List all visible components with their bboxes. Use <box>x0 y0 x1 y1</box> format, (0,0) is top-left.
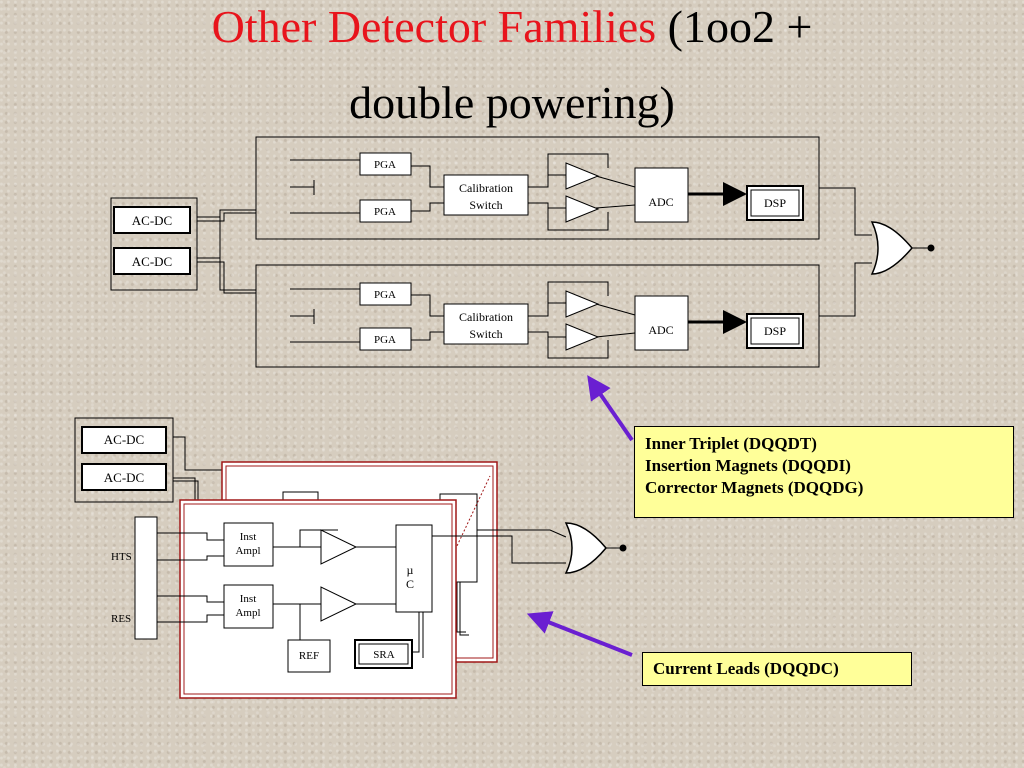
front-card: HTS RES Inst Ampl Inst Ampl <box>111 499 457 699</box>
calibration-label: Calibration <box>459 181 513 195</box>
calibration-switch: Calibration Switch <box>443 303 529 345</box>
acdc-box: AC-DC <box>113 247 191 275</box>
acdc-box: AC-DC <box>81 426 167 454</box>
callout-magnet-families: Inner Triplet (DQQDT) Insertion Magnets … <box>634 426 1014 518</box>
or-gate-top <box>819 187 935 317</box>
callout-line: Current Leads (DQQDC) <box>653 659 839 678</box>
adc-label: ADC <box>648 323 673 337</box>
amplifier-triangle <box>565 290 600 318</box>
inst-ampl-box: Inst Ampl <box>223 584 274 629</box>
acdc-label: AC-DC <box>132 254 172 269</box>
channel-b: PGA PGA Calibration Switch ADC DSP <box>255 264 820 368</box>
pga-label: PGA <box>374 289 396 301</box>
sra-box: SRA <box>354 639 413 669</box>
adc-box: ADC <box>634 295 689 351</box>
sra-label: SRA <box>373 649 394 661</box>
amplifier-triangle <box>565 195 600 223</box>
title-red-part: Other Detector Families <box>211 1 657 52</box>
dsp-label: DSP <box>764 324 786 338</box>
adc-label: ADC <box>648 195 673 209</box>
callout-line: Insertion Magnets (DQQDI) <box>645 456 851 475</box>
amplifier-triangle <box>565 162 600 190</box>
callout-current-leads: Current Leads (DQQDC) <box>642 652 912 686</box>
or-gate-bottom <box>432 522 627 574</box>
acdc-box: AC-DC <box>113 206 191 234</box>
switch-label: Switch <box>469 327 502 341</box>
acdc-label: AC-DC <box>104 470 144 485</box>
acdc-box: AC-DC <box>81 463 167 491</box>
pga-box: PGA <box>359 199 412 223</box>
adc-box: ADC <box>634 167 689 223</box>
amplifier-triangle <box>565 323 600 351</box>
acdc-pair-bottom: AC-DC AC-DC <box>74 417 174 503</box>
microcontroller-box: µ C <box>395 524 433 613</box>
ampl-label: Ampl <box>235 545 260 557</box>
ref-label: REF <box>299 650 319 662</box>
pointer-arrow-top <box>587 375 634 442</box>
amplifier-triangle <box>320 586 358 622</box>
dsp-box: DSP <box>746 313 804 349</box>
calibration-label: Calibration <box>459 310 513 324</box>
inst-label: Inst <box>240 531 257 543</box>
switch-label: Switch <box>469 198 502 212</box>
calibration-switch: Calibration Switch <box>443 174 529 216</box>
acdc-label: AC-DC <box>104 432 144 447</box>
terminal-strip <box>134 516 158 640</box>
pga-box: PGA <box>359 152 412 176</box>
pga-box: PGA <box>359 327 412 351</box>
pga-box: PGA <box>359 282 412 306</box>
ref-box: REF <box>287 639 331 673</box>
pointer-arrow-bottom <box>526 611 633 657</box>
dsp-label: DSP <box>764 196 786 210</box>
pga-label: PGA <box>374 159 396 171</box>
ampl-label: Ampl <box>235 607 260 619</box>
channel-a: PGA PGA Calibration Switch ADC DSP <box>255 136 820 240</box>
callout-line: Corrector Magnets (DQQDG) <box>645 478 864 497</box>
hts-label: HTS <box>111 551 132 563</box>
acdc-pair-top: AC-DC AC-DC <box>110 197 198 291</box>
amplifier-triangle <box>320 529 358 565</box>
mu-label: µ <box>407 563 414 577</box>
callout-line: Inner Triplet (DQQDT) <box>645 434 817 453</box>
pga-label: PGA <box>374 206 396 218</box>
res-label: RES <box>111 613 131 625</box>
dsp-box: DSP <box>746 185 804 221</box>
title-black-part-2: double powering) <box>349 77 675 128</box>
acdc-label: AC-DC <box>132 213 172 228</box>
c-label: C <box>406 577 414 591</box>
power-lines-bottom <box>173 436 222 506</box>
power-lines-top <box>197 209 256 294</box>
title-black-part-1: (1oo2 + <box>656 1 813 52</box>
pga-label: PGA <box>374 334 396 346</box>
inst-ampl-box: Inst Ampl <box>223 522 274 567</box>
inst-label: Inst <box>240 593 257 605</box>
